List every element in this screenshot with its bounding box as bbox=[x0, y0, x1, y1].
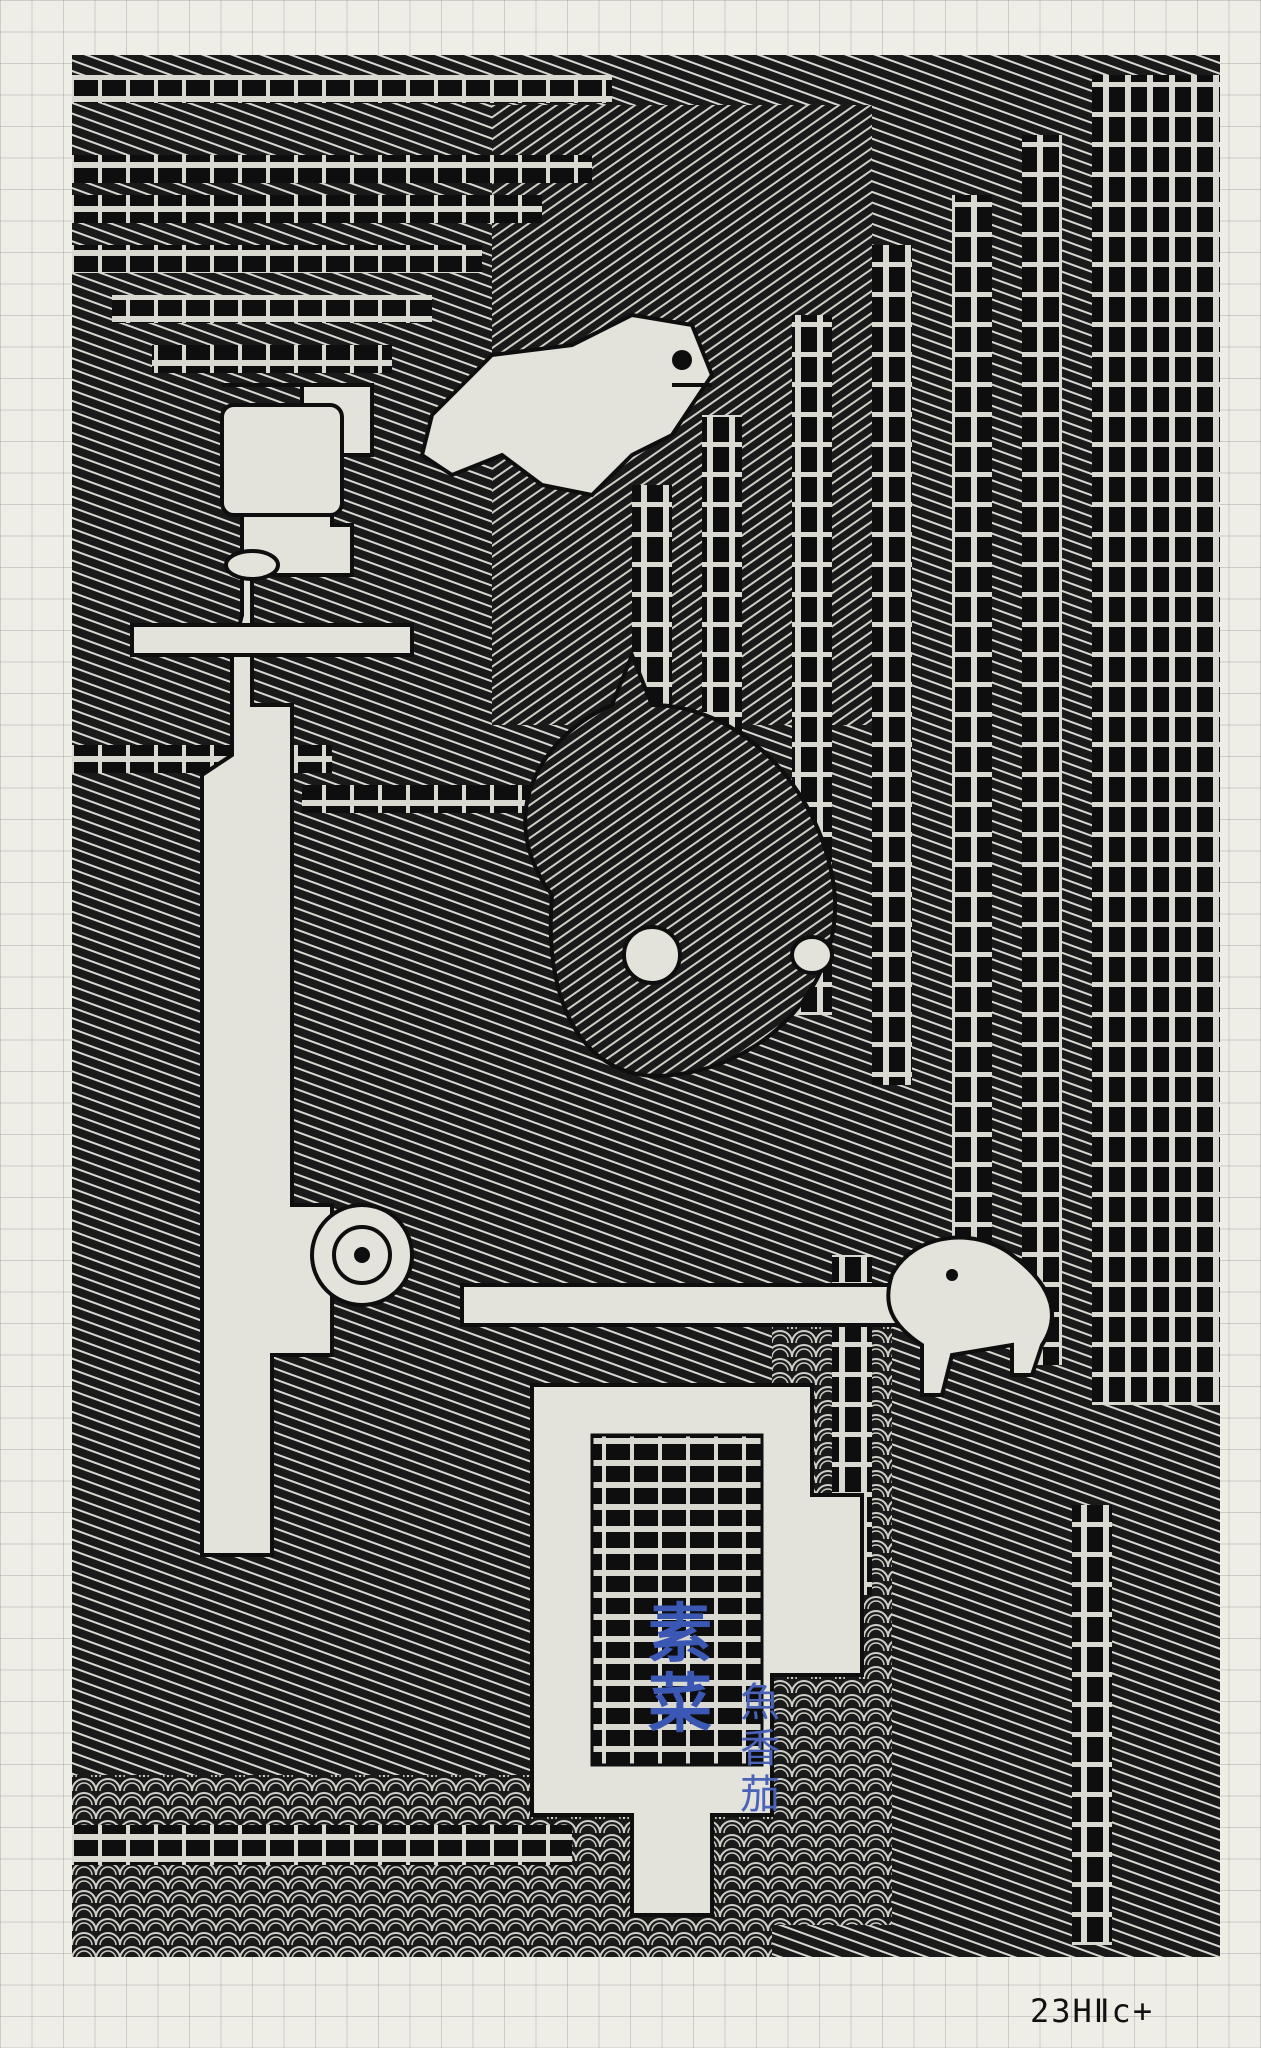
maze-path-crossbar bbox=[130, 623, 414, 657]
brick-column bbox=[872, 245, 912, 1085]
brick-column bbox=[952, 195, 992, 1315]
brick-row bbox=[72, 245, 482, 273]
brick-row bbox=[72, 155, 592, 183]
brick-row bbox=[112, 295, 432, 323]
maze-illustration bbox=[72, 55, 1220, 1957]
artwork-caption: 23HⅡc+ bbox=[1030, 1992, 1155, 2030]
brick-row bbox=[72, 195, 542, 223]
brick-column bbox=[1092, 75, 1220, 1405]
ink-maze-drawing bbox=[72, 55, 1220, 1957]
bird-creature bbox=[419, 312, 715, 498]
robot-head bbox=[220, 403, 344, 581]
dish-name-label: 魚香茄 bbox=[740, 1680, 780, 1818]
brick-column bbox=[1022, 135, 1062, 1365]
pig-creature bbox=[523, 649, 838, 1078]
brick-column bbox=[1072, 1505, 1112, 1945]
vegetarian-label: 素菜 bbox=[648, 1598, 712, 1742]
chamber-inner-bricks bbox=[590, 1433, 764, 1767]
brick-row-bottom bbox=[72, 1825, 572, 1865]
small-beast bbox=[886, 1235, 1054, 1397]
brick-row bbox=[152, 345, 392, 373]
brick-row bbox=[72, 75, 612, 103]
spiral-figure bbox=[310, 1203, 414, 1307]
